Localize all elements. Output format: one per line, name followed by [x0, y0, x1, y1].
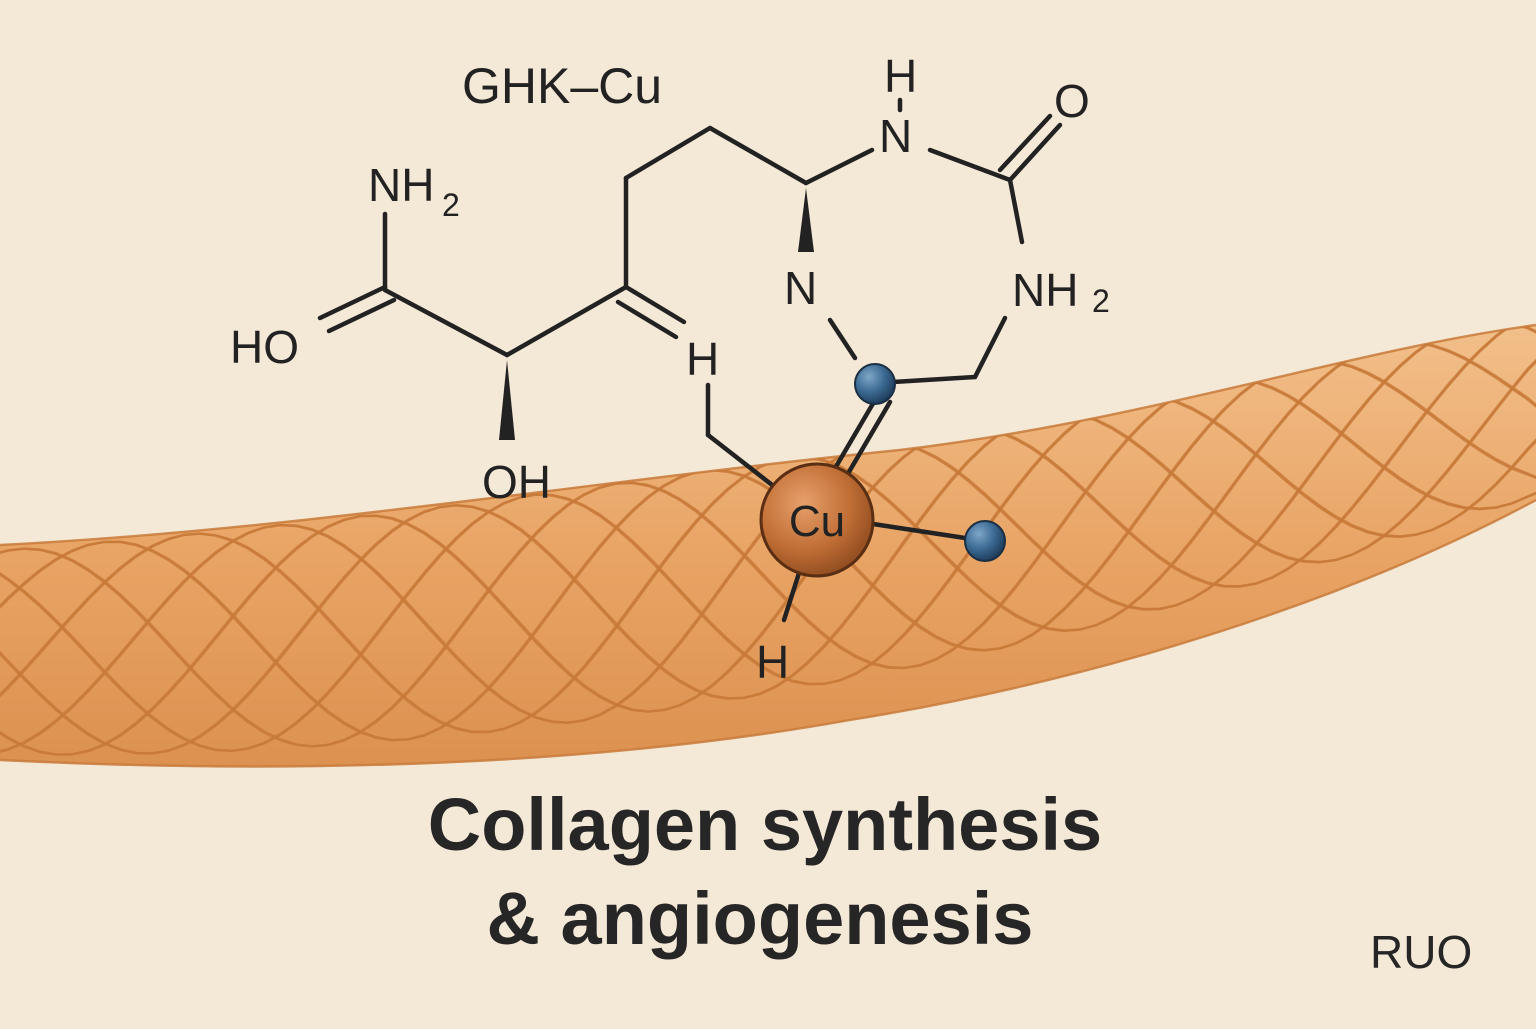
bond-c-o-1: [317, 284, 388, 321]
caption-line-2: & angiogenesis: [487, 877, 1034, 960]
atom-labels: NH 2 HO OH H N O N NH 2 H H: [230, 50, 1110, 688]
fiber-strand: [0, 328, 1536, 755]
bond-co-2: [997, 113, 1053, 173]
bond-chain-ligand: [890, 374, 978, 385]
wedge-n: [798, 188, 814, 252]
label-n-mid: N: [784, 262, 817, 314]
bond-c6-n: [803, 147, 875, 186]
label-h-mid: H: [686, 333, 719, 385]
label-h-bottom: H: [756, 636, 789, 688]
label-n-top: N: [879, 110, 912, 162]
bond-h-cu: [705, 432, 779, 491]
bond-c3-h-1: [623, 284, 687, 325]
bond-cu-ligand-2: [843, 399, 893, 480]
caption-line-1: Collagen synthesis: [428, 783, 1102, 866]
bond-n-ligand: [827, 317, 858, 361]
ruo-badge: RUO: [1370, 926, 1472, 978]
label-nh2-left: NH: [368, 159, 434, 211]
bond-c-calpha: [382, 287, 510, 358]
bond-c5-c6: [707, 125, 809, 186]
bond-nh2-chain: [972, 315, 1008, 380]
label-o-top: O: [1054, 75, 1090, 127]
molecule-bonds: [317, 97, 1063, 623]
ligand-atom-right: [964, 520, 1006, 562]
bond-c4-c5: [623, 125, 713, 181]
label-nh2-right-sub: 2: [1092, 283, 1110, 319]
bond-co-1: [1007, 122, 1063, 183]
label-h-top: H: [884, 50, 917, 102]
bond-c-nh2: [1007, 177, 1025, 245]
bond-cu-ligand-1: [831, 392, 881, 473]
bond-cu-h-bottom: [781, 567, 803, 623]
bond-c3-h-2: [615, 299, 679, 340]
label-ho: HO: [230, 321, 299, 373]
copper-label: Cu: [789, 497, 845, 546]
bond-n-c: [927, 147, 1013, 183]
label-nh2-right: NH: [1012, 264, 1078, 316]
label-oh: OH: [482, 456, 551, 508]
fiber-strand: [0, 325, 1536, 756]
bond-calpha-c3: [504, 284, 629, 358]
molecule-title: GHK–Cu: [462, 58, 662, 114]
collagen-fiber-top-edge: [0, 323, 1536, 547]
bond-cu-blue-right: [870, 521, 968, 541]
fiber-strand: [0, 377, 1536, 748]
bond-c-o-2: [326, 297, 397, 334]
label-nh2-left-sub: 2: [442, 187, 460, 223]
wedge-oh: [499, 360, 515, 440]
fiber-strand: [0, 394, 1536, 753]
copper-ion: Cu: [759, 462, 875, 578]
ligand-atom-top: [854, 363, 896, 405]
collagen-fiber-bottom-edge: [0, 498, 1536, 768]
copper-sphere: [759, 462, 875, 578]
